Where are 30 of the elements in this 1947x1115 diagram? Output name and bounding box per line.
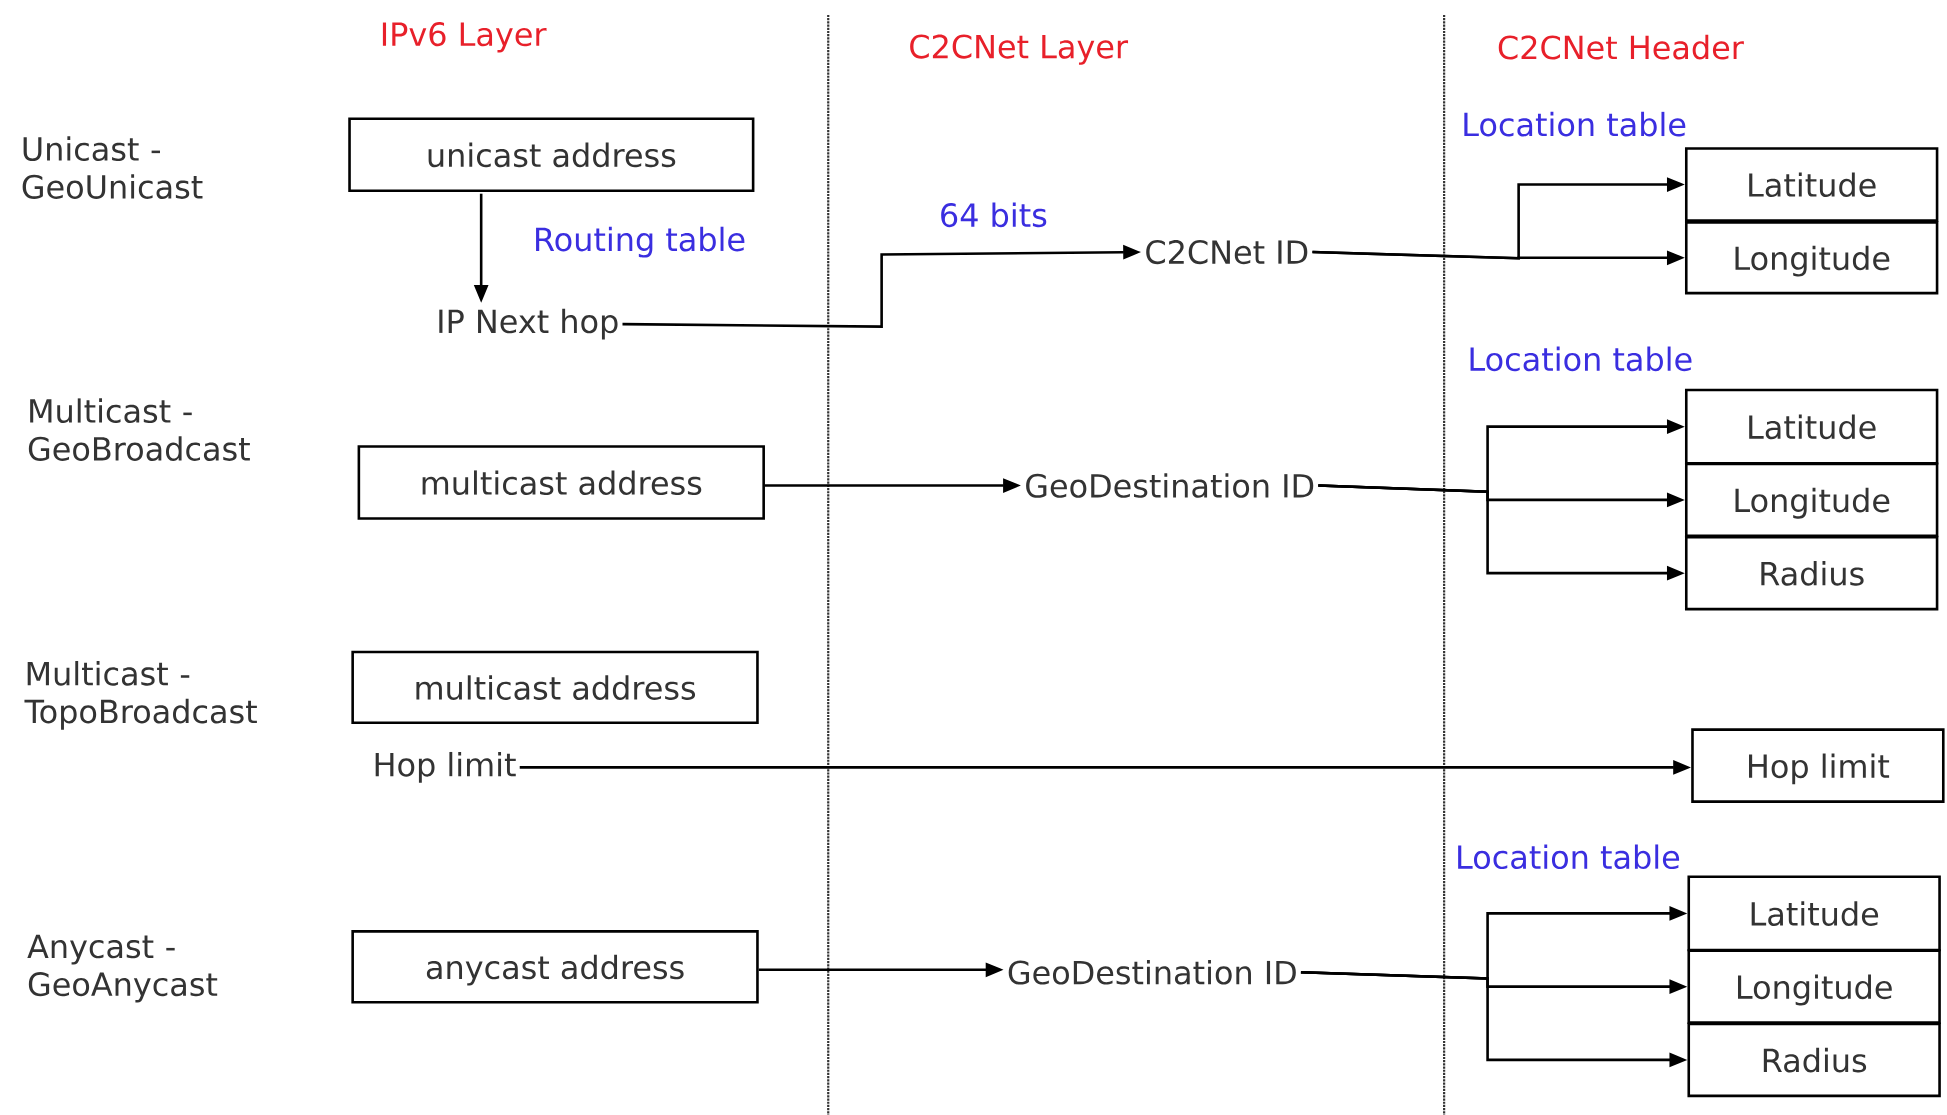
field-box: anycast address bbox=[351, 930, 759, 1004]
edge-label: 64 bits bbox=[941, 202, 1047, 228]
row-label: Multicast - TopoBroadcast bbox=[24, 661, 257, 730]
node-text: C2CNet ID bbox=[1146, 240, 1308, 265]
field-box: Radius bbox=[1684, 535, 1939, 611]
field-box: Radius bbox=[1687, 1022, 1941, 1098]
field-box: multicast address bbox=[357, 445, 765, 520]
field-box: Latitude bbox=[1684, 388, 1939, 465]
table-heading: Location table bbox=[1458, 844, 1680, 870]
field-box: Longitude bbox=[1684, 221, 1939, 295]
field-box: Longitude bbox=[1684, 462, 1939, 538]
column-heading: C2CNet Layer bbox=[910, 34, 1129, 65]
column-heading: IPv6 Layer bbox=[382, 22, 547, 53]
table-heading: Location table bbox=[1464, 111, 1686, 137]
field-box: Longitude bbox=[1687, 949, 1941, 1024]
field-box: multicast address bbox=[351, 650, 759, 725]
field-box: unicast address bbox=[348, 117, 755, 192]
node-text: GeoDestination ID bbox=[1026, 473, 1314, 498]
field-box: Latitude bbox=[1687, 875, 1941, 952]
field-box: Hop limit bbox=[1691, 728, 1945, 803]
field-box: Latitude bbox=[1684, 147, 1939, 222]
table-heading: Location table bbox=[1470, 346, 1692, 372]
edge-label: Routing table bbox=[536, 226, 745, 258]
node-text: GeoDestination ID bbox=[1008, 959, 1296, 985]
column-heading: C2CNet Header bbox=[1498, 34, 1744, 60]
row-label: Unicast - GeoUnicast bbox=[22, 136, 203, 199]
node-text: IP Next hop bbox=[439, 308, 618, 340]
node-text: Hop limit bbox=[375, 751, 516, 783]
row-label: Multicast - GeoBroadcast bbox=[28, 398, 250, 461]
row-label: Anycast - GeoAnycast bbox=[27, 934, 218, 1003]
